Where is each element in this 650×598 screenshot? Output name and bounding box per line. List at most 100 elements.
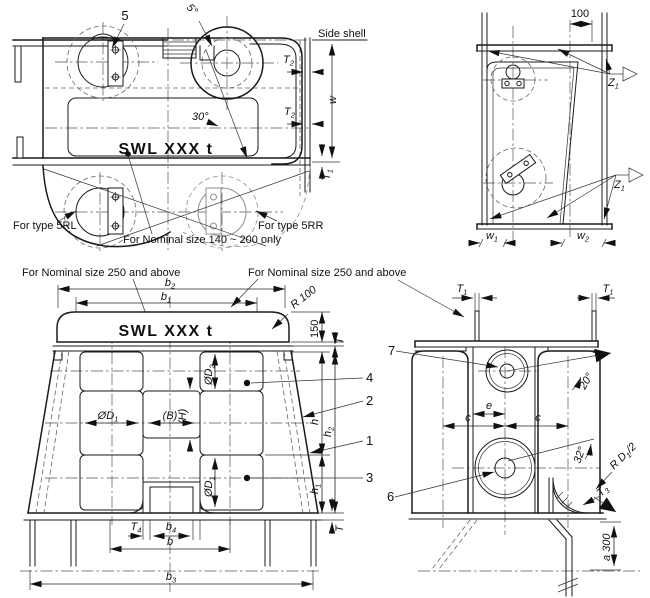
- callout-7-leader: [395, 350, 499, 369]
- dim-h-paren: (H): [177, 377, 194, 452]
- type-5rr-label: For type 5RR: [258, 220, 323, 232]
- axis-30deg-line: [205, 49, 248, 159]
- svg-text:h1: h1: [309, 484, 323, 494]
- side-view-centerlines: [483, 20, 571, 240]
- dim-t2-upper: T2: [283, 54, 324, 76]
- angle-32deg: 32°: [507, 438, 595, 465]
- svg-text:T2: T2: [284, 106, 296, 120]
- svg-text:Z1: Z1: [613, 179, 625, 193]
- svg-text:T4: T4: [131, 521, 142, 535]
- plan-view: 5 5° 30° Side shell SWL XXX t T2 T2 w T1…: [12, 2, 368, 252]
- callout-4-label: 4: [366, 370, 373, 385]
- dim-t3: T3: [582, 485, 612, 506]
- plan-lower-right-bollard: [182, 165, 311, 249]
- side-view: 100 Z1 Z1 w1 w2: [468, 8, 644, 248]
- svg-text:h2: h2: [322, 426, 336, 437]
- dim-t2-lower: T2: [284, 106, 324, 128]
- svg-text:T: T: [334, 336, 346, 344]
- svg-text:150: 150: [309, 320, 321, 338]
- end-below-deck-structure: [418, 519, 640, 597]
- weld-flag-z1-upper: Z1: [487, 48, 638, 91]
- radius-100-leader: [271, 313, 289, 330]
- nominal-140-200-leader: [127, 154, 153, 235]
- callout-6-label: 6: [387, 489, 394, 504]
- end-upper-pin: [485, 349, 529, 393]
- svg-text:T: T: [334, 524, 346, 532]
- type-5rr-leader: [255, 210, 278, 222]
- nominal-250-left-leader: [132, 278, 147, 315]
- callout-7-label: 7: [388, 343, 395, 358]
- svg-text:32°: 32°: [572, 445, 589, 465]
- dim-w2: w2: [550, 230, 616, 248]
- side-view-outline: [476, 12, 613, 230]
- radius-100-label: R 100: [288, 283, 319, 311]
- svg-text:b2: b2: [165, 277, 176, 291]
- dim-t4: T4: [128, 520, 201, 540]
- callout-3-label: 3: [366, 470, 373, 485]
- dim-a300: a 300: [590, 521, 621, 571]
- dim-b2: b2: [57, 277, 286, 308]
- weld-flag-z1-lower: Z1: [489, 167, 644, 220]
- plan-construction-lines: [43, 168, 310, 247]
- svg-text:c: c: [465, 412, 471, 424]
- dim-e: e: [473, 400, 505, 418]
- angle-20deg: 20°: [506, 348, 612, 392]
- nominal-140-200-label: For Nominal size 140 ~ 200 only: [123, 234, 282, 246]
- dim-c-right: c: [505, 412, 568, 430]
- svg-text:T2: T2: [283, 54, 295, 68]
- end-lip-plate: [548, 477, 589, 514]
- dim-t1-plan: T1: [318, 144, 335, 180]
- svg-text:T1: T1: [603, 283, 614, 297]
- callout-1-label: 1: [366, 433, 373, 448]
- svg-text:b: b: [167, 536, 173, 548]
- svg-text:T1: T1: [321, 169, 335, 180]
- angle-30deg-label: 30°: [192, 111, 209, 123]
- end-view-outline: [408, 310, 607, 520]
- dim-b-paren: (B): [149, 410, 194, 427]
- nominal-140-200-dot: [125, 151, 131, 157]
- type-5rl-leader: [56, 210, 77, 223]
- dim-t1-right: T1: [577, 283, 615, 311]
- svg-text:b1: b1: [161, 291, 171, 305]
- plan-view-centerlines: [45, 16, 310, 252]
- svg-text:(B): (B): [163, 410, 178, 422]
- svg-text:w2: w2: [577, 230, 590, 244]
- plan-upper-left-bollard: [66, 25, 140, 99]
- label-r-d1-2: R D1/2: [595, 441, 640, 490]
- svg-text:T1: T1: [457, 283, 468, 297]
- angle-30deg-arrow: [206, 118, 219, 127]
- svg-text:e: e: [486, 400, 492, 412]
- dim-t-bottom: T: [328, 498, 346, 534]
- callout-4-leader: [250, 377, 364, 384]
- front-openings: [79, 351, 264, 514]
- type-5rl-label: For type 5RL: [13, 220, 77, 232]
- svg-text:c: c: [535, 412, 541, 424]
- dim-t-top: T: [331, 332, 346, 365]
- dim-b: b: [109, 520, 231, 553]
- angle-5deg-label: 5°: [184, 2, 200, 18]
- side-shell-label: Side shell: [318, 28, 366, 40]
- dim-c-left: c: [443, 412, 505, 430]
- svg-text:w1: w1: [486, 230, 498, 244]
- callout-2-leader: [302, 400, 364, 418]
- plan-upper-right-bollard: [162, 26, 264, 100]
- callout-1-leader: [309, 440, 364, 454]
- svg-text:100: 100: [571, 8, 589, 20]
- plan-lower-left-bollard: [42, 165, 172, 249]
- end-view: T1 T1 7 6 20° e: [387, 283, 640, 597]
- plan-swl-marking: SWL XXX t: [119, 141, 214, 158]
- plan-view-outline: [12, 33, 311, 193]
- svg-text:R D1/2: R D1/2: [608, 441, 640, 473]
- callout-6-leader: [394, 471, 495, 498]
- svg-text:(H): (H): [177, 408, 189, 424]
- dim-b4: b4: [153, 521, 190, 540]
- front-swl-marking: SWL XXX t: [119, 323, 214, 340]
- svg-text:b4: b4: [166, 521, 176, 535]
- dim-d1-horizontal: ØD1: [85, 410, 138, 427]
- svg-text:a 300: a 300: [601, 533, 613, 561]
- side-lower-fitting: [485, 147, 547, 209]
- callout-3-dot: [243, 474, 251, 482]
- nominal-250-right-label: For Nominal size 250 and above: [248, 267, 406, 279]
- dim-w: w: [312, 39, 340, 163]
